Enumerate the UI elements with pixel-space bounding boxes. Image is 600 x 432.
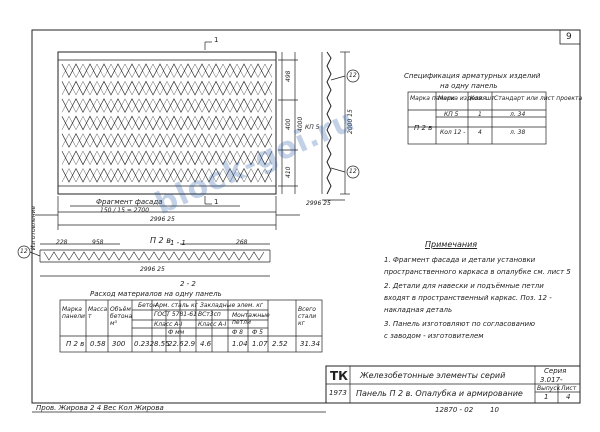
vdim-3: 410 (285, 166, 292, 178)
spec-header-panel: Марка панели (410, 95, 455, 102)
mat-cell-total: 31.34 (300, 340, 321, 348)
title-block-year: 1973 (329, 389, 347, 397)
mat-cell-mount-2: 1.07 (252, 340, 268, 348)
mat-sub-f8: Ф 8 (232, 329, 243, 336)
materials-section-label: 2 - 2 (180, 280, 196, 288)
mat-header-embedded: Закладные элем. кг (200, 302, 264, 309)
note-line-5: накладная деталь (384, 306, 453, 314)
sheet-number: 9 (566, 32, 572, 42)
mat-sub-f5: Ф 5 (252, 329, 263, 336)
note-line-1: 1. Фрагмент фасада и детали установки (384, 256, 536, 264)
mat-cell-embedded-2: 4.6 (200, 340, 212, 348)
spec-row-1-ref: л. 34 (510, 111, 526, 118)
spec-header-qty: Кол. шт. (470, 95, 497, 102)
mat-cell-volume: 0.232 (134, 340, 155, 348)
section-mark-bottom: 1 (214, 198, 219, 206)
spec-header-item: Марка изделия (438, 95, 487, 102)
section-1-label: 1 - 1 (170, 239, 186, 247)
dim-overall-1: 2996 25 (150, 216, 175, 223)
section-dim-4: 2996 25 (140, 266, 165, 273)
facade-label: Фрагмент фасада (96, 198, 163, 206)
dim-side: 2996 25 (306, 200, 331, 207)
section-dim-1: 228 (56, 239, 68, 246)
spec-row-1-qty: 1 (478, 111, 482, 118)
spec-subtitle: на одну панель (440, 82, 498, 90)
mat-cell-mount-1: 1.04 (232, 340, 248, 348)
title-block-line2: Панель П 2 в. Опалубка и армирование (356, 389, 523, 398)
mat-sub-class: Класс А-I (154, 321, 183, 328)
mat-cell-extra: 2.52 (272, 340, 288, 348)
mat-header-mounting: Монтажные петли (232, 312, 270, 326)
title-block-series: 3.017- (540, 376, 563, 384)
spec-row-1-mark: КП 5 (444, 111, 459, 118)
mat-header-concrete: Бетон (138, 302, 157, 309)
note-line-3: 2. Детали для навески и подъёмные петли (384, 282, 544, 290)
title-block-tk: ТК (330, 369, 348, 383)
title-block-sheet: 4 (566, 393, 571, 401)
vertical-left-text: Изготовление (30, 205, 37, 250)
mat-cell-mass: 0.58 (90, 340, 106, 348)
mat-sub-gost: ГОСТ 5781-61 (154, 311, 197, 318)
facade-dims: 150 / 15 = 2700 (100, 207, 150, 214)
mat-cell-embedded-1: 2.9 (184, 340, 196, 348)
mat-header-mark: Марка панели (62, 306, 85, 320)
footer-signature: Пров. Жирова 2 4 Вес Кол Жирова (36, 404, 164, 412)
title-block-issue: 1 (544, 393, 549, 401)
title-block-code: 12870 - 02 (435, 406, 474, 414)
note-line-6: 3. Панель изготовляют по согласованию (384, 320, 535, 328)
spec-row-2-qty: 4 (478, 129, 482, 136)
vdim-1: 498 (285, 70, 292, 82)
mat-header-volume: Объём бетона м³ (110, 306, 133, 327)
callout-kp5: КП 5 (305, 124, 320, 131)
mat-header-rebar: Арм. сталь кг (155, 302, 198, 309)
mat-sub-steel: ВСт3сп (198, 311, 221, 318)
title-block-series-label: Серия (544, 367, 567, 375)
mat-sub-phi: Ф мм (168, 329, 185, 336)
callout-12-bottom: 12 (349, 168, 357, 175)
section-dim-3: 268 (236, 239, 248, 246)
title-block-line1: Железобетонные элементы серий (360, 371, 506, 380)
mat-cell-rebar-8: 22.6 (168, 340, 184, 348)
title-block-sheet-label: Лист (561, 385, 577, 392)
materials-title: Расход материалов на одну панель (90, 290, 222, 298)
note-line-4: входят в пространственный каркас. Поз. 1… (384, 294, 552, 302)
notes-title: Примечания (425, 240, 478, 249)
mat-header-total: Всего стали кг (298, 306, 317, 327)
spec-row-2-mark: Кол 12 - (440, 129, 466, 136)
mat-sub-class-2: Класс А-I (198, 321, 227, 328)
mat-cell-rebar-6: 8.55 (154, 340, 170, 348)
section-mark-top: 1 (214, 36, 219, 44)
note-line-7: с заводом - изготовителем (384, 332, 484, 340)
title-block-code-sheet: 10 (490, 406, 499, 414)
spec-row-2-ref: л. 38 (510, 129, 526, 136)
spec-title: Спецификация арматурных изделий (404, 72, 541, 80)
callout-12-top: 12 (349, 72, 357, 79)
callout-12-left: 12 (20, 248, 28, 255)
note-line-2: пространственного каркаса в опалубке см.… (384, 268, 571, 276)
section-dim-2: 958 (92, 239, 104, 246)
mat-cell-mark: П 2 в (66, 340, 85, 348)
mat-cell-concrete: 300 (112, 340, 126, 348)
spec-header-ref: Стандарт или лист проекта (494, 95, 583, 102)
spec-panel: П 2 в (414, 124, 433, 132)
mat-header-mass: Масса т (88, 306, 108, 320)
title-block-issue-label: Выпуск (537, 385, 561, 392)
panel-name: П 2 в (150, 236, 171, 245)
